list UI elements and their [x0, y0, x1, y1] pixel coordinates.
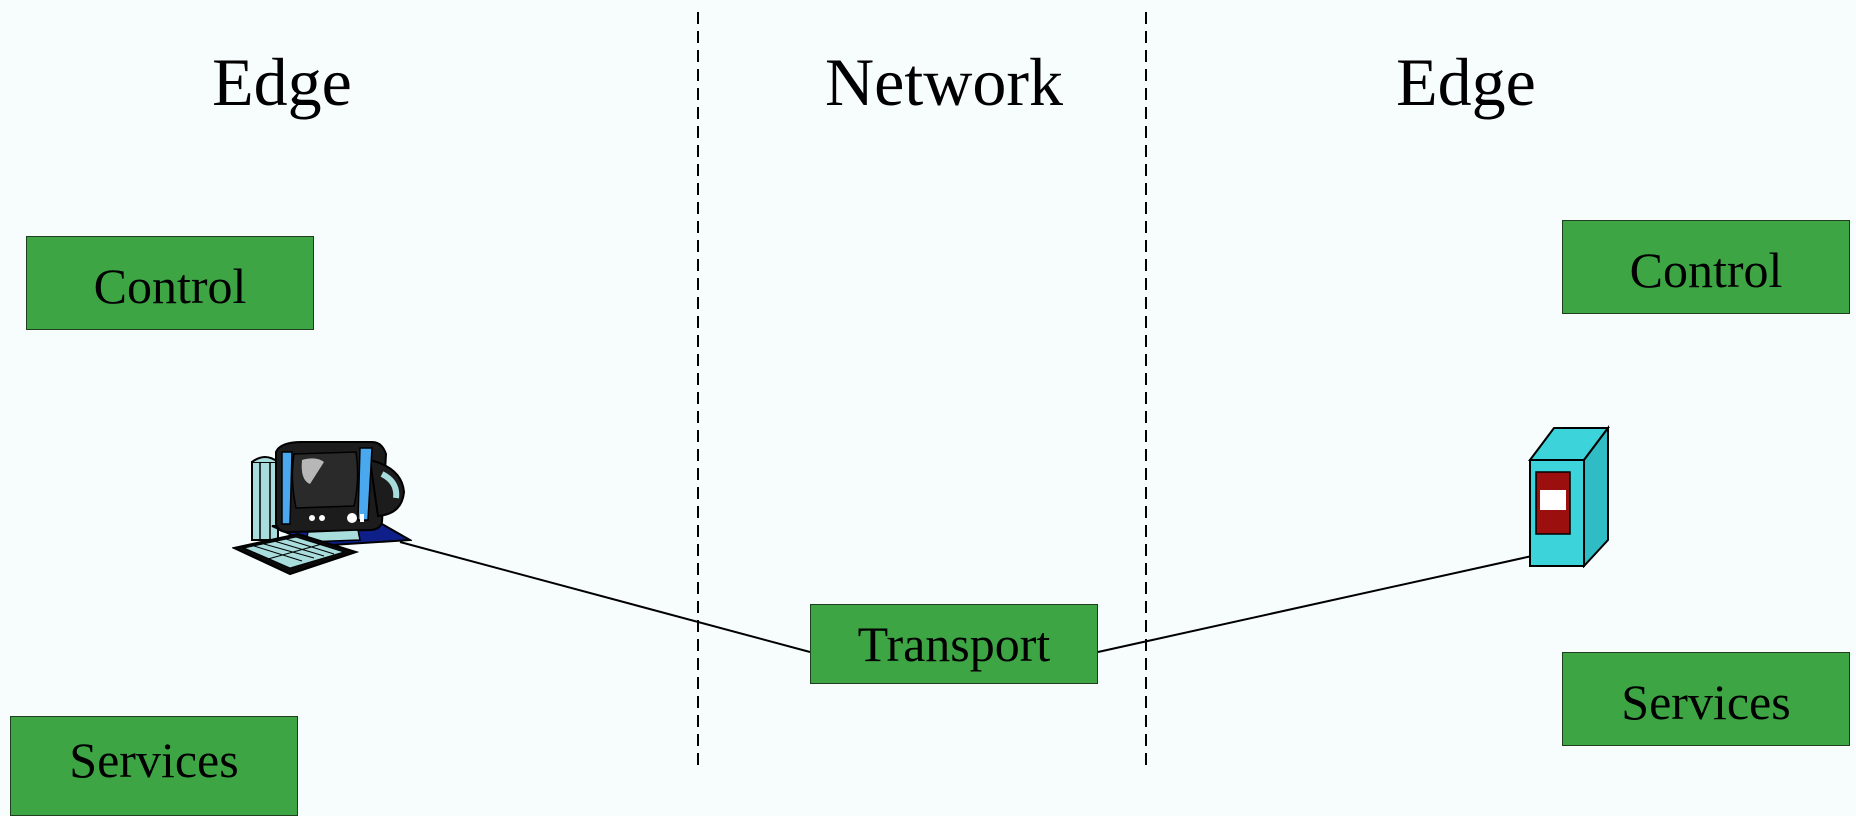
heading-left-edge: Edge: [212, 44, 352, 120]
right-control-box: Control: [1562, 220, 1850, 314]
server-tower-icon: [1528, 425, 1610, 568]
transport-label: Transport: [857, 616, 1051, 672]
left-services-label: Services: [69, 732, 239, 788]
heading-network: Network: [825, 44, 1063, 120]
right-services-label: Services: [1621, 674, 1791, 730]
desktop-computer-icon: [232, 441, 412, 576]
heading-right-edge: Edge: [1396, 44, 1536, 120]
right-control-label: Control: [1629, 242, 1783, 298]
link-computer-to-transport: [399, 541, 811, 653]
transport-box: Transport: [810, 604, 1098, 684]
left-control-label: Control: [93, 258, 247, 314]
right-services-box: Services: [1562, 652, 1850, 746]
link-transport-to-server: [1097, 555, 1533, 653]
left-services-box: Services: [10, 716, 298, 816]
left-control-box: Control: [26, 236, 314, 330]
